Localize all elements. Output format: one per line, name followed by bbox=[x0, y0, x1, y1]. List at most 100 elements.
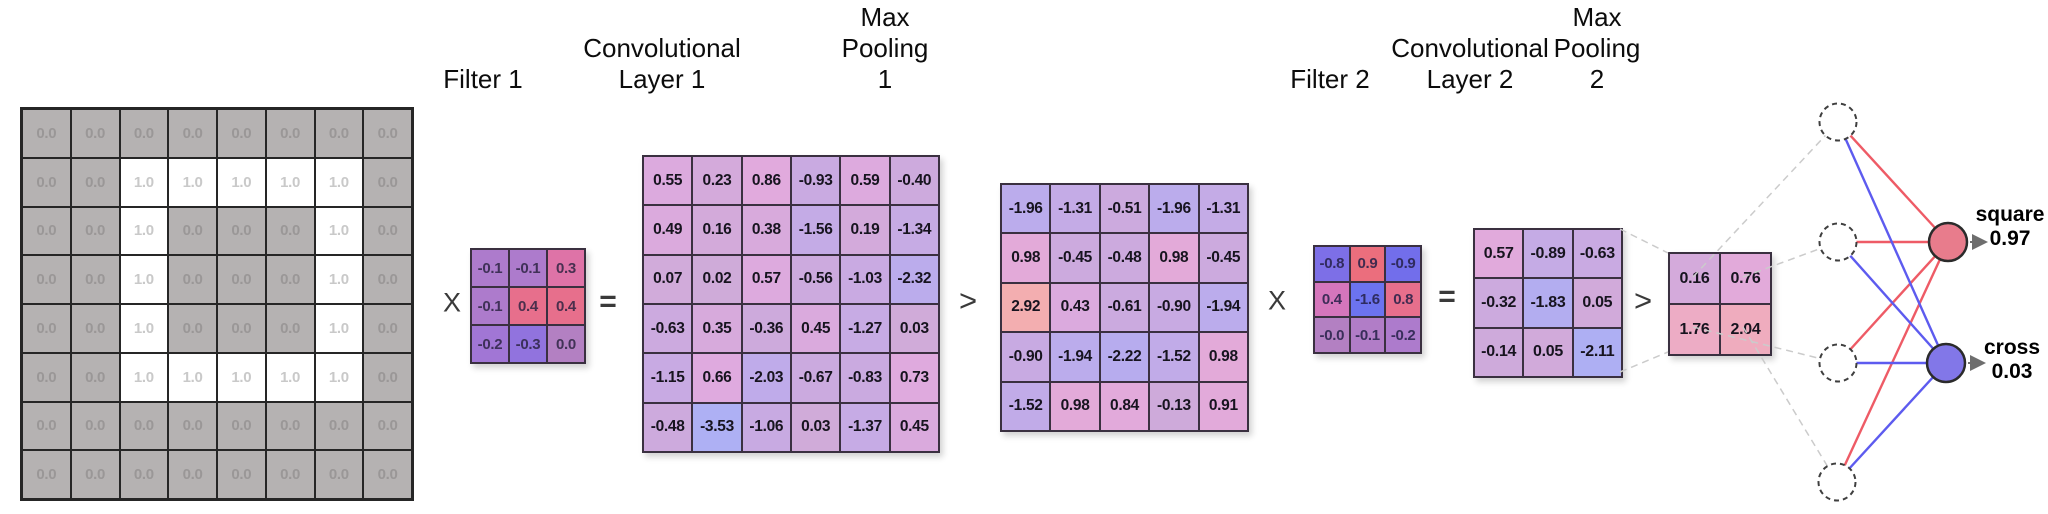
matrix-cell: 0.0 bbox=[364, 256, 411, 303]
matrix-cell: 0.0 bbox=[218, 451, 265, 498]
edge-to-cross bbox=[1836, 121, 1948, 364]
matrix-cell: -1.6 bbox=[1350, 282, 1385, 317]
matrix-cell: -0.1 bbox=[510, 250, 546, 286]
matrix-cell: 0.0 bbox=[23, 305, 70, 352]
matrix-cell: -1.31 bbox=[1199, 185, 1247, 233]
matrix-cell: 1.0 bbox=[315, 353, 363, 401]
matrix-cell: 1.0 bbox=[120, 256, 168, 303]
matrix-cell: 0.0 bbox=[364, 110, 411, 157]
matrix-cell: 0.3 bbox=[548, 250, 584, 286]
matrix-cell: 0.0 bbox=[315, 402, 363, 450]
matrix-cell: 0.0 bbox=[364, 158, 411, 206]
matrix-cell: -2.22 bbox=[1100, 333, 1149, 381]
equals-operator-2: = bbox=[1438, 280, 1456, 313]
matrix-cell: -0.1 bbox=[1350, 318, 1385, 352]
edge-to-square bbox=[1835, 241, 1950, 483]
matrix-cell: 0.57 bbox=[1475, 230, 1523, 278]
matrix-cell: 0.45 bbox=[890, 403, 938, 451]
square-output-node bbox=[1927, 221, 1969, 263]
matrix-cell: 0.43 bbox=[1051, 283, 1099, 332]
matrix-cell: 0.0 bbox=[71, 305, 119, 352]
square-probability: 0.97 bbox=[1989, 227, 2031, 250]
matrix-cell: -0.9 bbox=[1386, 247, 1420, 281]
matrix-cell: 0.0 bbox=[364, 353, 411, 401]
matrix-cell: 0.16 bbox=[693, 206, 741, 254]
matrix-cell: 0.0 bbox=[364, 451, 411, 498]
multiply-operator-2: X bbox=[1267, 285, 1287, 316]
matrix-cell: 0.0 bbox=[169, 402, 216, 450]
matrix-cell: -0.45 bbox=[1051, 234, 1099, 282]
matrix-cell: 0.0 bbox=[218, 402, 265, 450]
matrix-cell: 0.49 bbox=[644, 206, 692, 254]
matrix-cell: -1.03 bbox=[841, 255, 889, 303]
hidden-node-2 bbox=[1818, 222, 1858, 262]
matrix-cell: -0.90 bbox=[1150, 283, 1198, 332]
edge-to-cross bbox=[1837, 241, 1947, 364]
max-pooling2-title: Max Pooling 2 bbox=[1553, 2, 1641, 94]
matrix-cell: -0.67 bbox=[791, 354, 840, 402]
equals-operator-1: = bbox=[599, 285, 617, 318]
matrix-cell: 0.0 bbox=[218, 305, 265, 352]
cross-output-label: cross 0.03 bbox=[1970, 336, 2048, 384]
matrix-cell: 0.0 bbox=[218, 256, 265, 303]
matrix-cell: 0.0 bbox=[364, 305, 411, 352]
matrix-cell: 0.0 bbox=[71, 353, 119, 401]
matrix-cell: 0.0 bbox=[315, 451, 363, 498]
matrix-cell: -1.96 bbox=[1002, 185, 1050, 233]
matrix-cell: 0.86 bbox=[742, 157, 790, 205]
matrix-cell: 0.91 bbox=[1199, 382, 1247, 430]
edge-to-cross bbox=[1836, 362, 1947, 483]
matrix-cell: -0.93 bbox=[791, 157, 840, 205]
matrix-cell: 0.0 bbox=[120, 402, 168, 450]
multiply-operator-1: X bbox=[442, 287, 462, 318]
matrix-cell: -1.96 bbox=[1150, 185, 1198, 233]
matrix-cell: -0.61 bbox=[1100, 283, 1149, 332]
matrix-cell: -1.37 bbox=[841, 403, 889, 451]
matrix-cell: 1.0 bbox=[120, 353, 168, 401]
matrix-cell: 1.0 bbox=[120, 207, 168, 255]
matrix-cell: 2.92 bbox=[1002, 283, 1050, 332]
matrix-cell: 1.0 bbox=[315, 158, 363, 206]
matrix-cell: -1.56 bbox=[791, 206, 840, 254]
matrix-cell: -0.1 bbox=[472, 288, 508, 324]
matrix-cell: 0.76 bbox=[1721, 254, 1770, 303]
matrix-cell: -0.63 bbox=[1573, 230, 1621, 278]
edge-to-square bbox=[1837, 121, 1949, 243]
matrix-cell: 0.0 bbox=[218, 110, 265, 157]
matrix-cell: 0.59 bbox=[841, 157, 889, 205]
conv-layer1-title: Convolutional Layer 1 bbox=[583, 33, 741, 94]
matrix-cell: 1.0 bbox=[315, 256, 363, 303]
conv-layer2-title: Convolutional Layer 2 bbox=[1391, 33, 1549, 94]
matrix-cell: -2.03 bbox=[742, 354, 790, 402]
matrix-cell: 0.0 bbox=[169, 256, 216, 303]
matrix-cell: 0.35 bbox=[693, 304, 741, 353]
matrix-cell: 0.0 bbox=[120, 451, 168, 498]
matrix-cell: 0.4 bbox=[1315, 282, 1349, 317]
matrix-cell: 0.98 bbox=[1002, 234, 1050, 282]
matrix-cell: -0.90 bbox=[1002, 333, 1050, 381]
matrix-cell: 0.0 bbox=[23, 110, 70, 157]
matrix-cell: 2.04 bbox=[1721, 305, 1770, 354]
hidden-node-4 bbox=[1817, 462, 1857, 502]
matrix-cell: -0.36 bbox=[742, 304, 790, 353]
matrix-cell: 0.0 bbox=[23, 451, 70, 498]
matrix-cell: 0.57 bbox=[742, 255, 790, 303]
matrix-cell: 0.98 bbox=[1199, 333, 1247, 381]
matrix-cell: 0.73 bbox=[890, 354, 938, 402]
matrix-cell: -1.94 bbox=[1051, 333, 1099, 381]
matrix-cell: -1.06 bbox=[742, 403, 790, 451]
matrix-cell: 0.0 bbox=[120, 110, 168, 157]
matrix-cell: 0.05 bbox=[1573, 279, 1621, 327]
matrix-cell: 0.0 bbox=[71, 402, 119, 450]
matrix-cell: -2.32 bbox=[890, 255, 938, 303]
matrix-cell: 0.38 bbox=[742, 206, 790, 254]
matrix-cell: -1.34 bbox=[890, 206, 938, 254]
matrix-cell: -0.48 bbox=[1100, 234, 1149, 282]
matrix-cell: 0.0 bbox=[23, 402, 70, 450]
matrix-cell: 0.0 bbox=[169, 305, 216, 352]
matrix-cell: 0.0 bbox=[266, 207, 314, 255]
